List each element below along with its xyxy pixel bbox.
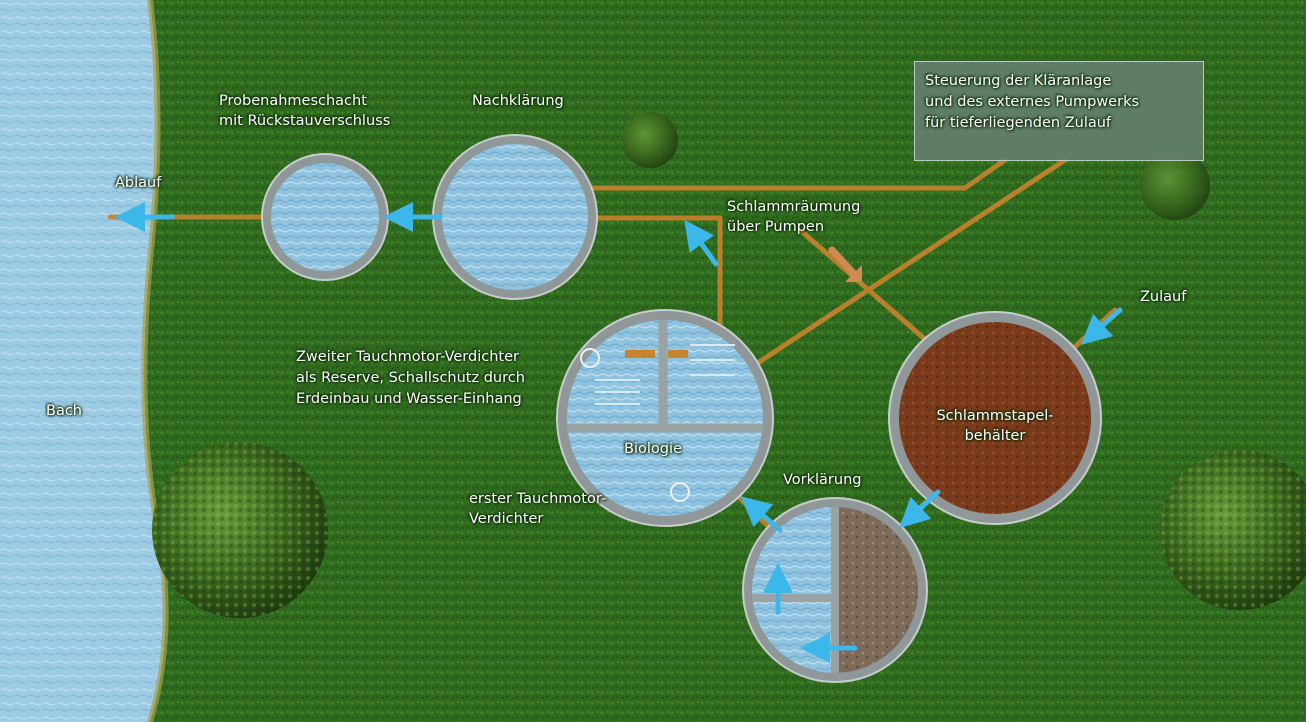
control-line-2: und des externes Pumpwerks (925, 94, 1140, 110)
sludge-arrow-icon (828, 246, 862, 282)
flow-arrows (115, 202, 1123, 663)
arrow-icon (1080, 307, 1123, 345)
control-line-1: Steuerung der Kläranlage (925, 73, 1112, 89)
label-probenahmeschacht: Probenahmeschacht mit Rückstauverschluss (219, 93, 391, 129)
tree-icon (1140, 150, 1210, 220)
label-erster-verdichter: erster Tauchmotor- Verdichter (469, 491, 607, 527)
basin-vorklaerung (742, 497, 928, 683)
label-schlammraeumung: Schlammräumung über Pumpen (727, 199, 861, 235)
arrow-icon (684, 219, 719, 267)
arrow-icon (899, 489, 941, 529)
label-nachklaerung: Nachklärung (472, 93, 564, 109)
tree-icon (622, 112, 678, 168)
label-biologie: Biologie (624, 441, 682, 457)
label-bach: Bach (46, 403, 82, 419)
control-line-3: für tieferliegenden Zulauf (925, 115, 1112, 131)
basin-nachklaerung (432, 134, 598, 300)
basin-schlammstapelbehaelter (888, 311, 1102, 525)
label-zweiter-verdichter: Zweiter Tauchmotor-Verdichter als Reserv… (296, 349, 525, 407)
stream-bank (141, 0, 169, 722)
basin-probenahmeschacht (261, 153, 389, 281)
control-box: Steuerung der Kläranlage und des externe… (914, 61, 1204, 161)
tree-icon (1160, 450, 1306, 610)
basin-biologie (556, 309, 774, 527)
label-ablauf: Ablauf (115, 175, 162, 191)
label-vorklaerung: Vorklärung (783, 472, 862, 488)
tree-icon (152, 442, 328, 618)
label-schlammstapelbehaelter: Schlammstapel- behälter (936, 408, 1054, 444)
arrow-icon (740, 496, 783, 533)
label-zulauf: Zulauf (1140, 289, 1187, 305)
stream (0, 0, 166, 722)
